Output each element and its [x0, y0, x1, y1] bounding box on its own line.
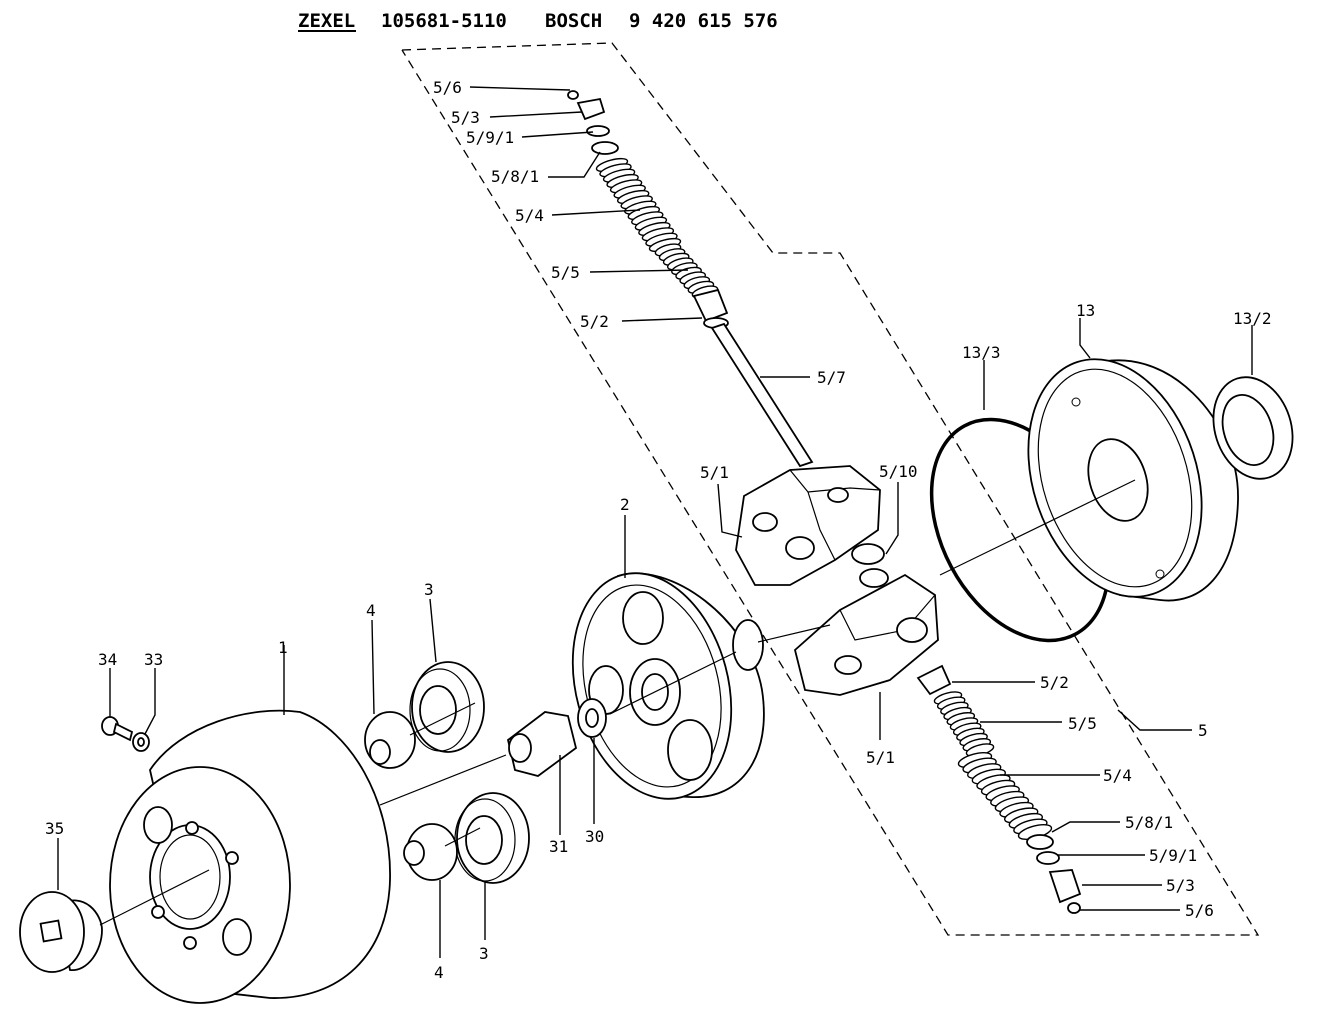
- label-34: 34: [98, 650, 117, 669]
- top-retainer-5-6: [567, 90, 579, 100]
- header: ZEXEL 105681-5110 BOSCH 9 420 615 576: [298, 10, 778, 32]
- label-bottom-5-6: 5/6: [1185, 901, 1214, 920]
- washer-33: [132, 732, 150, 752]
- bottom-spring-5-5: [933, 691, 995, 757]
- top-cap-5-3: [576, 97, 606, 121]
- label-13-2: 13/2: [1233, 309, 1272, 328]
- assembly-5-boundary: [401, 42, 1260, 936]
- label-4-top: 4: [366, 601, 376, 620]
- nut-31: [506, 711, 578, 777]
- label-4-bottom: 4: [434, 963, 444, 982]
- bottom-washer-5-8-1: [1026, 834, 1054, 850]
- label-top-5-2: 5/2: [580, 312, 609, 331]
- part-labels: 5/6 5/3 5/9/1 5/8/1 5/4 5/5 5/2 5/7 13 1…: [45, 78, 1272, 982]
- label-2: 2: [620, 495, 630, 514]
- header-brand2: BOSCH: [545, 10, 602, 32]
- bottom-spring-5-4: [957, 752, 1053, 840]
- top-spring-5-5: [654, 243, 719, 299]
- top-spring-5-4: [595, 157, 682, 253]
- label-bottom-5-1: 5/1: [866, 748, 895, 767]
- label-top-5-1: 5/1: [700, 463, 729, 482]
- label-bottom-5-2: 5/2: [1040, 673, 1069, 692]
- label-30: 30: [585, 827, 604, 846]
- label-5: 5: [1198, 721, 1208, 740]
- label-top-5-6: 5/6: [433, 78, 462, 97]
- bottom-retainer-5-6: [1067, 902, 1081, 914]
- bottom-washer-5-9-1: [1036, 851, 1060, 865]
- washer-30: [577, 698, 607, 738]
- housing-1: [109, 709, 391, 1004]
- bottom-valve-assembly: [916, 664, 1082, 914]
- label-top-5-5: 5/5: [551, 263, 580, 282]
- label-bottom-5-4: 5/4: [1103, 766, 1132, 785]
- bottom-seat-5-2: [916, 664, 952, 696]
- label-top-5-4: 5/4: [515, 206, 544, 225]
- label-3-top: 3: [424, 580, 434, 599]
- pump-block-upper-5-1: [735, 465, 881, 586]
- pin-5-10: [851, 543, 889, 588]
- top-valve-assembly: [567, 90, 814, 468]
- label-bottom-5-3: 5/3: [1166, 876, 1195, 895]
- top-seat-5-2: [692, 288, 729, 323]
- screw-34: [101, 716, 134, 742]
- label-5-7: 5/7: [817, 368, 846, 387]
- plug-35: [19, 891, 103, 973]
- bearing-13-2: [1212, 376, 1294, 480]
- bottom-cap-5-3: [1048, 869, 1082, 904]
- roller-3-top: [409, 661, 485, 753]
- leader-lines: [57, 86, 1253, 958]
- plunger-4-top: [364, 711, 416, 769]
- label-bottom-5-5: 5/5: [1068, 714, 1097, 733]
- label-1: 1: [278, 638, 288, 657]
- label-13-3: 13/3: [962, 343, 1001, 362]
- top-washer-5-8-1: [591, 141, 619, 155]
- label-bottom-5-9-1: 5/9/1: [1149, 846, 1197, 865]
- center-lines: [99, 479, 1136, 926]
- label-3-bottom: 3: [479, 944, 489, 963]
- plunger-4-bottom: [403, 823, 458, 881]
- pump-block-lower-5-1: [793, 573, 939, 696]
- header-part-no1: 105681-5110: [381, 10, 507, 32]
- roller-3-bottom: [454, 792, 530, 884]
- label-35: 35: [45, 819, 64, 838]
- push-rod-5-7: [710, 322, 814, 468]
- top-washer-5-9-1: [586, 125, 610, 137]
- label-bottom-5-8-1: 5/8/1: [1125, 813, 1173, 832]
- label-13: 13: [1076, 301, 1095, 320]
- label-top-5-8-1: 5/8/1: [491, 167, 539, 186]
- label-5-10: 5/10: [879, 462, 918, 481]
- label-33: 33: [144, 650, 163, 669]
- label-top-5-9-1: 5/9/1: [466, 128, 514, 147]
- cam-disc-2: [571, 572, 765, 800]
- header-brand1: ZEXEL: [298, 10, 355, 32]
- label-31: 31: [549, 837, 568, 856]
- cover-plate-13: [1027, 358, 1239, 602]
- header-part-no2: 9 420 615 576: [629, 10, 778, 32]
- label-top-5-3: 5/3: [451, 108, 480, 127]
